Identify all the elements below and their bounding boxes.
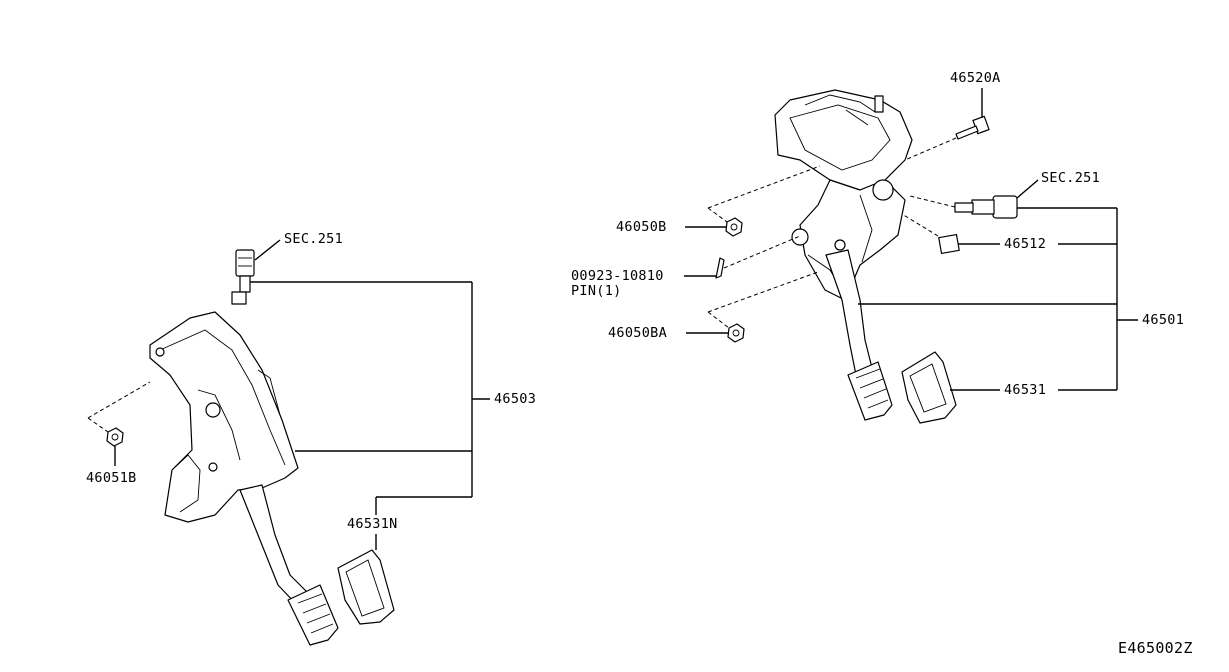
label-46051b: 46051B (86, 470, 137, 486)
right-pedal-assembly (707, 89, 1018, 424)
label-46050b: 46050B (616, 219, 667, 235)
left-leader-lines (114, 239, 490, 550)
left-switch (231, 249, 255, 305)
right-pad-cover (901, 351, 957, 424)
label-46520a: 46520A (950, 70, 1001, 86)
label-46501: 46501 (1142, 312, 1185, 328)
label-46531n: 46531N (347, 516, 398, 532)
nut-46051b (106, 427, 124, 447)
nut-46050ba (727, 323, 745, 343)
left-pedal-assembly (87, 249, 395, 646)
label-46050ba: 46050BA (608, 325, 667, 341)
label-46503: 46503 (494, 391, 537, 407)
clip-46512 (938, 233, 960, 255)
pin-00923-10810 (715, 257, 725, 279)
left-pedal-pad (287, 584, 339, 646)
bolt-46520a (955, 115, 990, 140)
right-switch (954, 195, 1018, 219)
label-pin-description: PIN(1) (571, 283, 622, 299)
right-pedal-pad (847, 361, 893, 421)
label-46512: 46512 (1004, 236, 1047, 252)
diagram-code: E465002Z (1118, 639, 1193, 657)
nut-46050b (725, 217, 743, 237)
right-leader-lines (684, 88, 1138, 391)
label-46531: 46531 (1004, 382, 1047, 398)
label-sec251-right: SEC.251 (1041, 170, 1100, 186)
label-sec251-left: SEC.251 (284, 231, 343, 247)
label-pin-number: 00923-10810 (571, 268, 664, 284)
